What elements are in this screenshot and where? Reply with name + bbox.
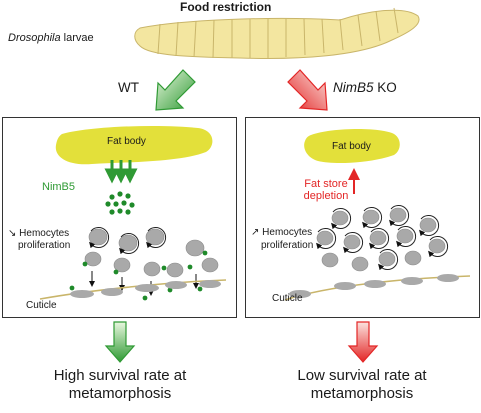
wt-fat-body (55, 126, 213, 165)
ko-outcome-line2: metamorphosis (310, 385, 414, 402)
ko-gene: NimB5 (333, 80, 374, 95)
wt-outcome: High survival rate at metamorphosis (0, 367, 240, 403)
organism-stage: larvae (60, 32, 94, 44)
proliferation-cycle-arrows (89, 227, 167, 255)
nimb5-label: NimB5 (42, 181, 76, 193)
ko-cuticle-label: Cuticle (272, 293, 303, 304)
wt-cuticle-label: Cuticle (26, 300, 57, 311)
wt-fat-body-label: Fat body (107, 136, 146, 147)
nimb5-particles (105, 191, 135, 215)
organism-label: Drosophila larvae (8, 32, 94, 44)
ko-outcome: Low survival rate at metamorphosis (243, 367, 481, 403)
ko-suffix: KO (373, 80, 397, 95)
ko-outcome-line1: Low survival rate at (297, 367, 427, 384)
sessile-hemocytes (70, 280, 221, 298)
organism-genus: Drosophila (8, 32, 61, 44)
wt-outcome-line2: metamorphosis (68, 385, 172, 402)
wt-proliferation-label: proliferation (18, 240, 71, 251)
wt-outcome-line1: High survival rate at (53, 367, 187, 384)
ko-fat-body (304, 129, 400, 163)
wt-label: WT (118, 80, 139, 95)
ko-sessile-hemocytes (289, 274, 459, 298)
larva-illustration (134, 7, 420, 59)
ko-hemocytes-label: ↗ Hemocytes (251, 227, 313, 238)
ko-proliferation-cycle-arrows (316, 205, 449, 271)
ko-label: NimB5 KO (333, 80, 397, 95)
wt-outcome-arrow (104, 321, 136, 363)
ko-fat-body-label: Fat body (332, 141, 371, 152)
hemocytes (84, 228, 219, 278)
diagram-title: Food restriction (180, 0, 272, 14)
ko-proliferation-label: proliferation (261, 240, 314, 251)
wt-branch-arrow (155, 69, 196, 111)
arrow-down-right-icon: ↘ (8, 228, 17, 239)
arrow-up-right-icon: ↗ (251, 227, 260, 238)
ko-outcome-arrow (347, 321, 379, 363)
wt-hemocytes-label: ↘ Hemocytes (8, 228, 70, 239)
ko-branch-arrow (287, 69, 328, 111)
ko-hemocytes (316, 207, 446, 272)
